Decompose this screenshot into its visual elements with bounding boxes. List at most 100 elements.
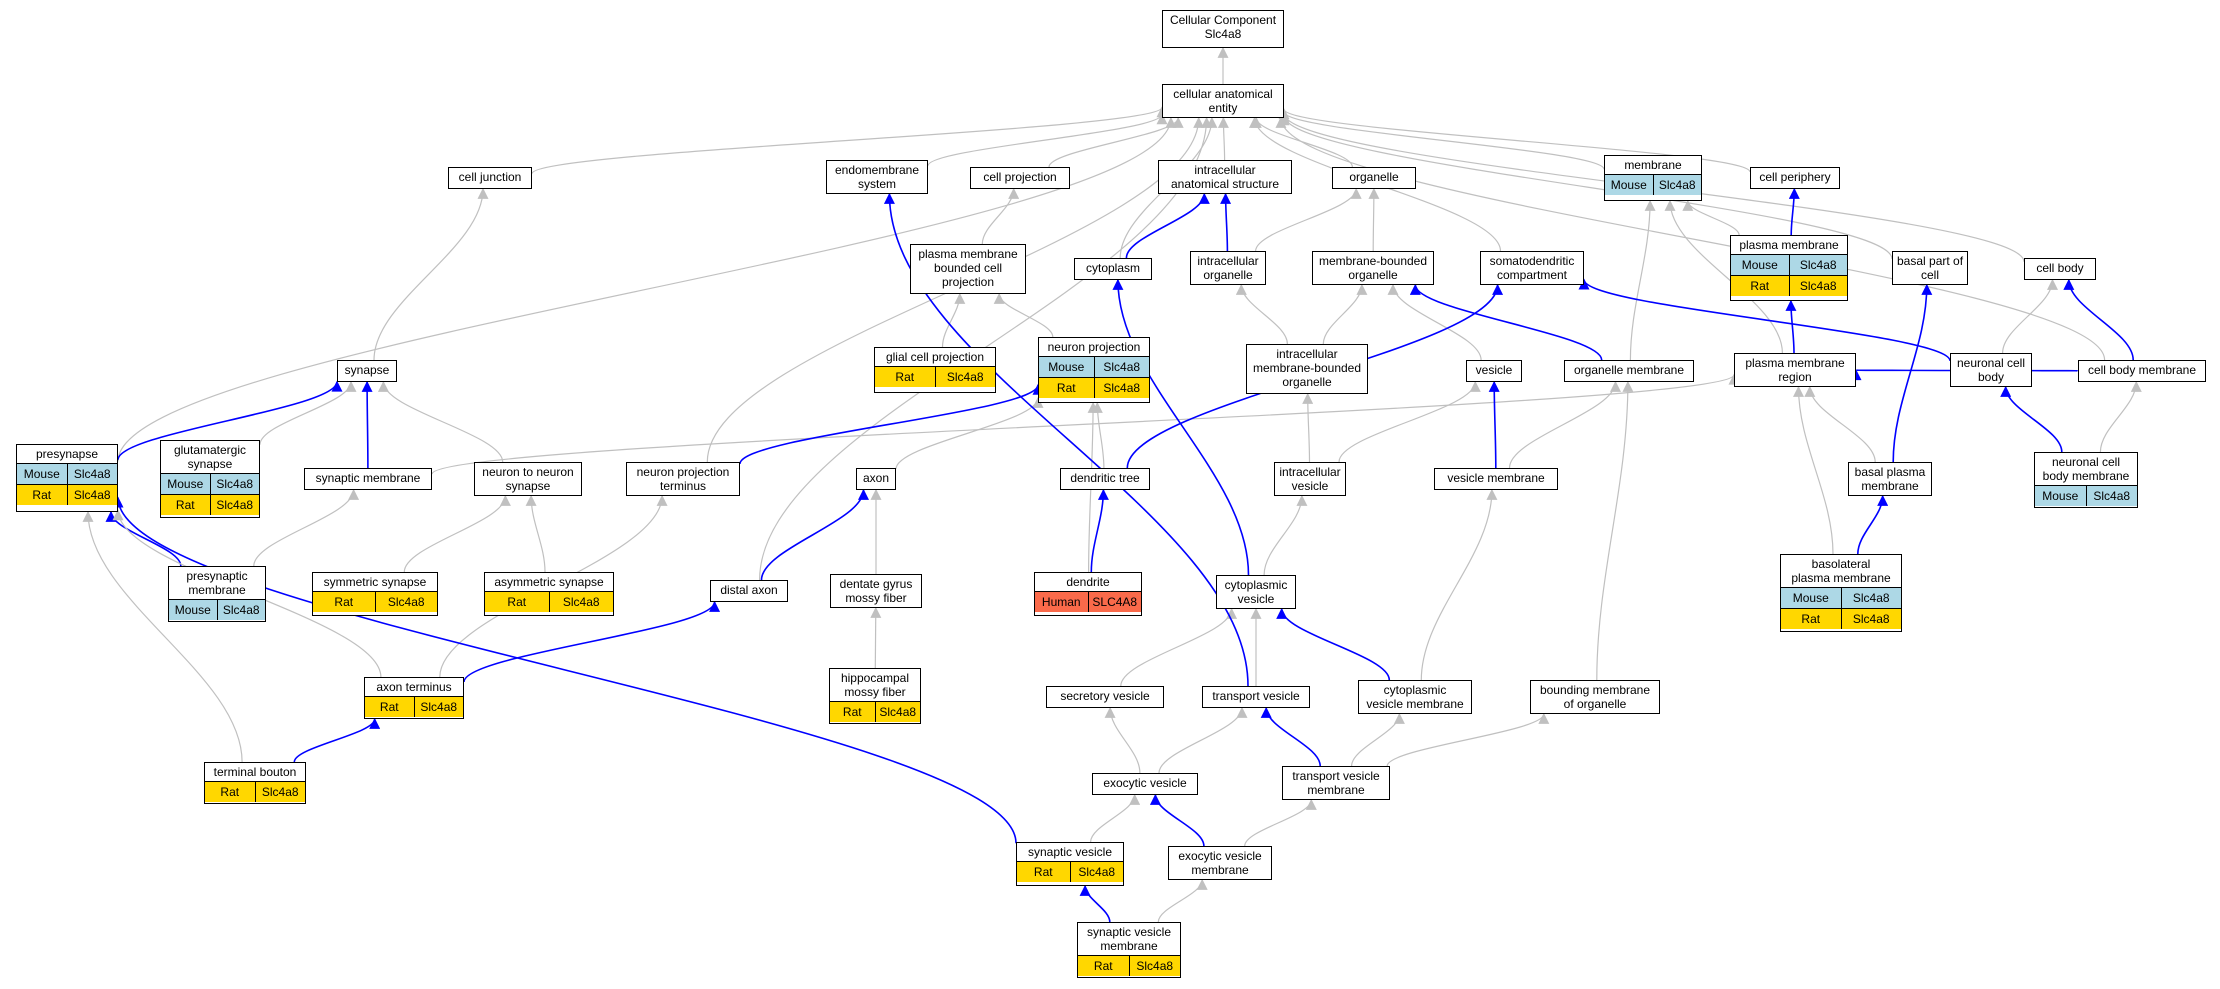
edge-organelle-membrane-to-mb-organelle [1409, 283, 1603, 361]
edge-mb-organelle-to-organelle [1368, 187, 1380, 252]
edge-ic-mb-organelle-to-mb-organelle [1322, 283, 1368, 345]
edge-n2n-synapse-to-synapse [377, 380, 504, 463]
term-label-line: organelle [1282, 375, 1332, 389]
term-label-line: membrane-bounded [1318, 254, 1428, 268]
go-term-transport-vesicle: transport vesicle [1202, 686, 1310, 708]
term-label: organelle membrane [1565, 361, 1693, 379]
edge-distal-axon-to-axon [760, 488, 869, 581]
gene-cell: Slc4a8 [261, 785, 299, 799]
term-label-line: organelle [1349, 170, 1399, 184]
term-label-line: synapse [505, 479, 551, 493]
term-label-line: vesicle [1475, 363, 1513, 377]
term-label-line: compartment [1496, 268, 1568, 282]
edge-glutamatergic-to-synapse [259, 380, 357, 445]
term-label-line: bounded cell [933, 261, 1003, 275]
term-label-line: asymmetric synapse [494, 575, 604, 589]
edge-tv-membrane-to-transport-vesicle [1260, 706, 1321, 767]
term-label-line: cell body [2036, 261, 2084, 275]
term-label-line: body [1977, 370, 2005, 384]
go-term-cell-body: cell body [2024, 258, 2096, 280]
edge-endomembrane-to-cae [927, 113, 1168, 167]
edge-ev-membrane-to-tv-membrane [1244, 798, 1317, 847]
term-label-line: distal axon [720, 583, 778, 597]
term-label-line: synaptic vesicle [1027, 845, 1113, 859]
gene-cell: Slc4a8 [216, 477, 254, 491]
species-cell: Rat [1781, 609, 1842, 629]
term-label: vesicle membrane [1435, 469, 1557, 487]
edge-symmetric-to-n2n-synapse [403, 494, 511, 573]
edge-synaptic-membrane-to-pm-region [431, 373, 1740, 475]
term-label-line: plasma membrane [1745, 356, 1845, 370]
species-cell: Rat [17, 485, 68, 505]
go-term-cell-projection: cell projection [970, 167, 1070, 189]
term-label-line: projection [941, 275, 995, 289]
term-label-line: of organelle [1563, 697, 1627, 711]
go-term-distal-axon: distal axon [710, 580, 788, 602]
edge-basal-pm-to-pm-region [1804, 385, 1876, 463]
edge-cv-membrane-to-cytoplasmic-vesicle [1276, 607, 1391, 681]
term-label-line: plasma membrane [918, 247, 1018, 261]
term-label-line: hippocampal [840, 671, 910, 685]
edge-presynaptic-membrane-to-synaptic-membrane [253, 488, 360, 567]
term-label-line: glutamatergic [173, 443, 247, 457]
edge-neuronal-cbm-to-neuronal-cell-body [2000, 385, 2063, 453]
term-label: dendritic tree [1061, 469, 1149, 487]
term-label-line: vesicle [1237, 592, 1275, 606]
term-label-line: cell periphery [1759, 170, 1831, 184]
term-label: presynapse [17, 445, 117, 463]
edge-neuronal-cbm-to-cell-body-membrane [2099, 380, 2142, 453]
term-label-line: neuron projection [636, 465, 730, 479]
edge-exocytic-vesicle-to-secretory [1104, 706, 1141, 774]
gene-cell: Slc4a8 [946, 370, 984, 384]
term-label-line: mossy fiber [844, 685, 906, 699]
term-label-line: basal part of [1897, 254, 1964, 268]
go-term-cell-body-membrane: cell body membrane [2078, 360, 2206, 382]
edge-cell-body-membrane-to-cae [1275, 116, 2106, 361]
edge-pm-bounded-to-cell-projection [981, 187, 1020, 245]
edge-dendritic-tree-to-neuron-projection [1091, 401, 1105, 469]
term-label-line: glial cell projection [885, 350, 985, 364]
term-label: membrane [1605, 156, 1701, 174]
term-label-line: intracellular [1194, 163, 1256, 177]
term-label-line: dendritic tree [1070, 471, 1140, 485]
species-cell: Rat [1039, 378, 1095, 398]
term-label-line: organelle membrane [1573, 363, 1685, 377]
edge-neuron-projection-to-pm-bounded [993, 292, 1054, 338]
edge-np-terminus-to-neuron-projection [739, 383, 1044, 465]
term-label: cell junction [449, 168, 531, 186]
term-label-line: intracellular [1197, 254, 1259, 268]
edge-basolateral-to-basal-pm [1857, 494, 1889, 555]
term-label-line: neuronal cell [2051, 455, 2121, 469]
term-label-line: vesicle membrane [1366, 697, 1464, 711]
